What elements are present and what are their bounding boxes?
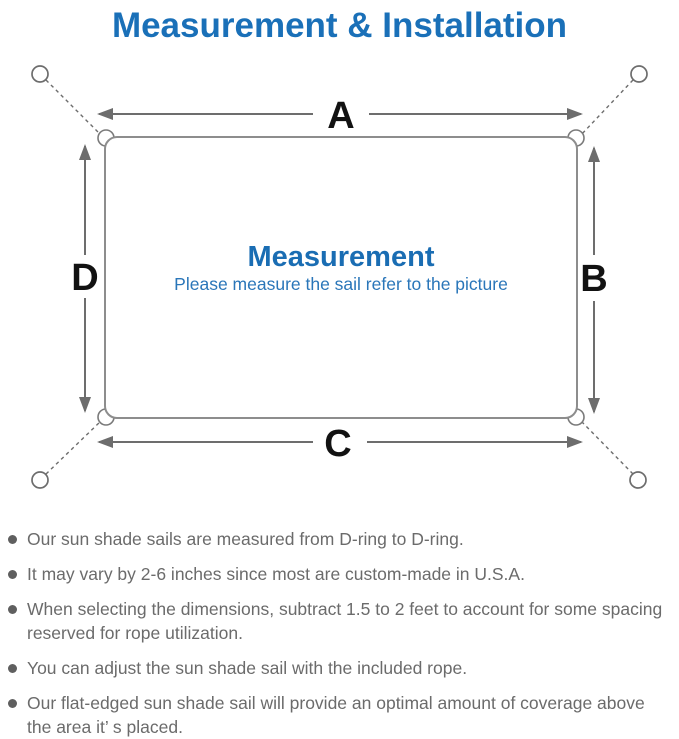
note-item: Our flat-edged sun shade sail will provi… — [8, 691, 673, 739]
note-text: Our flat-edged sun shade sail will provi… — [27, 693, 645, 737]
page-title: Measurement & Installation — [111, 6, 568, 45]
anchor-ring-icon — [630, 65, 648, 83]
rope-line-top-left — [45, 79, 103, 137]
rope-line-bottom-right — [579, 419, 634, 475]
anchor-ring-icon — [629, 471, 647, 489]
bullet-icon — [8, 535, 17, 544]
dim-label-c: C — [324, 423, 351, 465]
bullet-icon — [8, 699, 17, 708]
notes-list: Our sun shade sails are measured from D-… — [0, 517, 679, 739]
dim-label-a: A — [327, 95, 354, 137]
note-item: When selecting the dimensions, subtract … — [8, 597, 673, 645]
rope-line-top-right — [579, 79, 634, 137]
note-item: Our sun shade sails are measured from D-… — [8, 527, 673, 551]
bullet-icon — [8, 664, 17, 673]
note-text: You can adjust the sun shade sail with t… — [27, 658, 468, 678]
note-text: Our sun shade sails are measured from D-… — [27, 529, 464, 549]
bullet-icon — [8, 570, 17, 579]
dim-label-d: D — [71, 257, 98, 299]
note-text: It may vary by 2-6 inches since most are… — [27, 564, 525, 584]
diagram-center-title: Measurement — [248, 241, 435, 273]
note-item: It may vary by 2-6 inches since most are… — [8, 562, 673, 586]
note-text: When selecting the dimensions, subtract … — [27, 599, 663, 643]
anchor-ring-icon — [31, 65, 49, 83]
anchor-ring-icon — [31, 471, 49, 489]
rope-line-bottom-left — [45, 419, 103, 475]
sail-outline — [104, 136, 578, 419]
note-item: You can adjust the sun shade sail with t… — [8, 656, 673, 680]
measurement-diagram: A B C D Measurement Please measure the s… — [31, 65, 648, 489]
bullet-icon — [8, 605, 17, 614]
dim-label-b: B — [580, 258, 607, 300]
diagram-center-subtitle: Please measure the sail refer to the pic… — [174, 274, 508, 294]
